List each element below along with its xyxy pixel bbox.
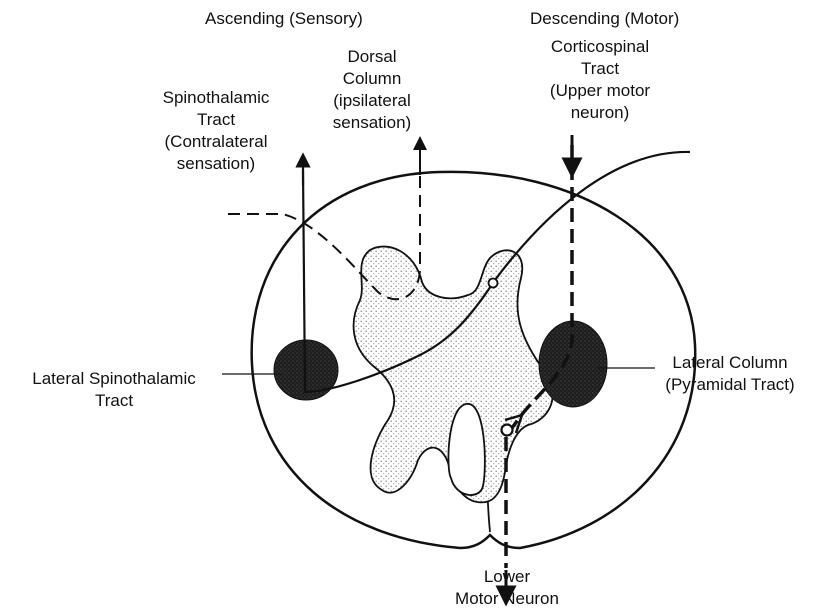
- lower-motor-neuron-label: Lower Motor Neuron: [437, 566, 577, 610]
- lateral-spinothalamic-tract-label: Lateral Spinothalamic Tract: [6, 368, 222, 412]
- corticospinal-tract-label: Corticospinal Tract (Upper motor neuron): [530, 36, 670, 124]
- central-canal: [448, 404, 484, 495]
- descending-header: Descending (Motor): [530, 8, 679, 30]
- spinothalamic-tract-label: Spinothalamic Tract (Contralateral sensa…: [146, 87, 286, 175]
- spinothalamic-synapse: [489, 279, 498, 288]
- descending-header-text: Descending (Motor): [530, 8, 679, 30]
- ascending-header: Ascending (Sensory): [205, 8, 363, 30]
- lateral-column-area: [539, 321, 607, 407]
- dorsal-column-label: Dorsal Column (ipsilateral sensation): [312, 46, 432, 134]
- lateral-column-label: Lateral Column (Pyramidal Tract): [650, 352, 810, 396]
- ascending-header-text: Ascending (Sensory): [205, 8, 363, 30]
